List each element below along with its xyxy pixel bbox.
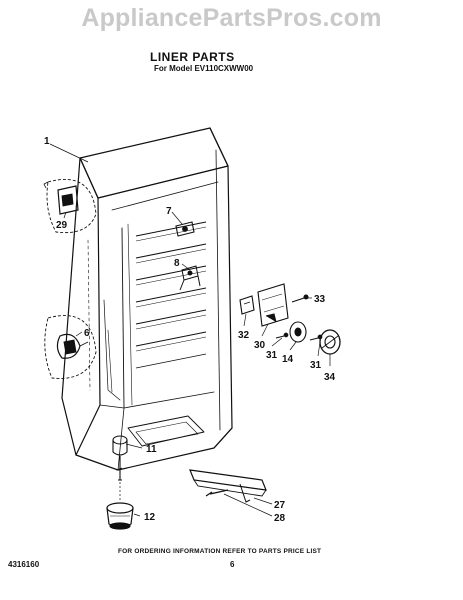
callout-33: 33 [314, 294, 326, 305]
ordering-note: FOR ORDERING INFORMATION REFER TO PARTS … [118, 548, 322, 555]
callout-28: 28 [274, 513, 286, 524]
callout-30: 30 [254, 340, 266, 351]
model-line: For Model EV110CXWW00 [154, 64, 254, 73]
callout-31a: 31 [266, 350, 278, 361]
callout-12: 12 [144, 512, 156, 523]
callout-6: 6 [84, 328, 90, 339]
part-7 [175, 221, 195, 237]
shelf-rails [135, 221, 207, 369]
cabinet-right-frame [209, 127, 233, 449]
callout-1: 1 [44, 136, 50, 147]
callout-32: 32 [238, 330, 250, 341]
part-27-28 [189, 469, 267, 503]
part-6-detail [44, 315, 97, 379]
part-29-detail [43, 178, 97, 234]
cabinet-top [79, 127, 229, 199]
part-12 [106, 482, 134, 530]
part-8 [179, 265, 201, 291]
watermark: AppliancePartsPros.com [81, 4, 382, 32]
leader-lines [49, 143, 331, 517]
callout-11: 11 [146, 444, 157, 455]
page-number: 6 [230, 560, 235, 569]
part-11 [112, 435, 128, 481]
callout-31b: 31 [310, 360, 322, 371]
diagram-title: LINER PARTS [150, 50, 235, 64]
cabinet-bottom [75, 427, 233, 471]
callout-8: 8 [174, 258, 180, 269]
bottom-tray [127, 415, 205, 447]
callout-7: 7 [166, 206, 172, 217]
callout-14: 14 [282, 354, 294, 365]
callout-34: 34 [324, 372, 336, 383]
callout-27: 27 [274, 500, 286, 511]
callout-29: 29 [56, 220, 68, 231]
document-number: 4316160 [8, 560, 40, 569]
